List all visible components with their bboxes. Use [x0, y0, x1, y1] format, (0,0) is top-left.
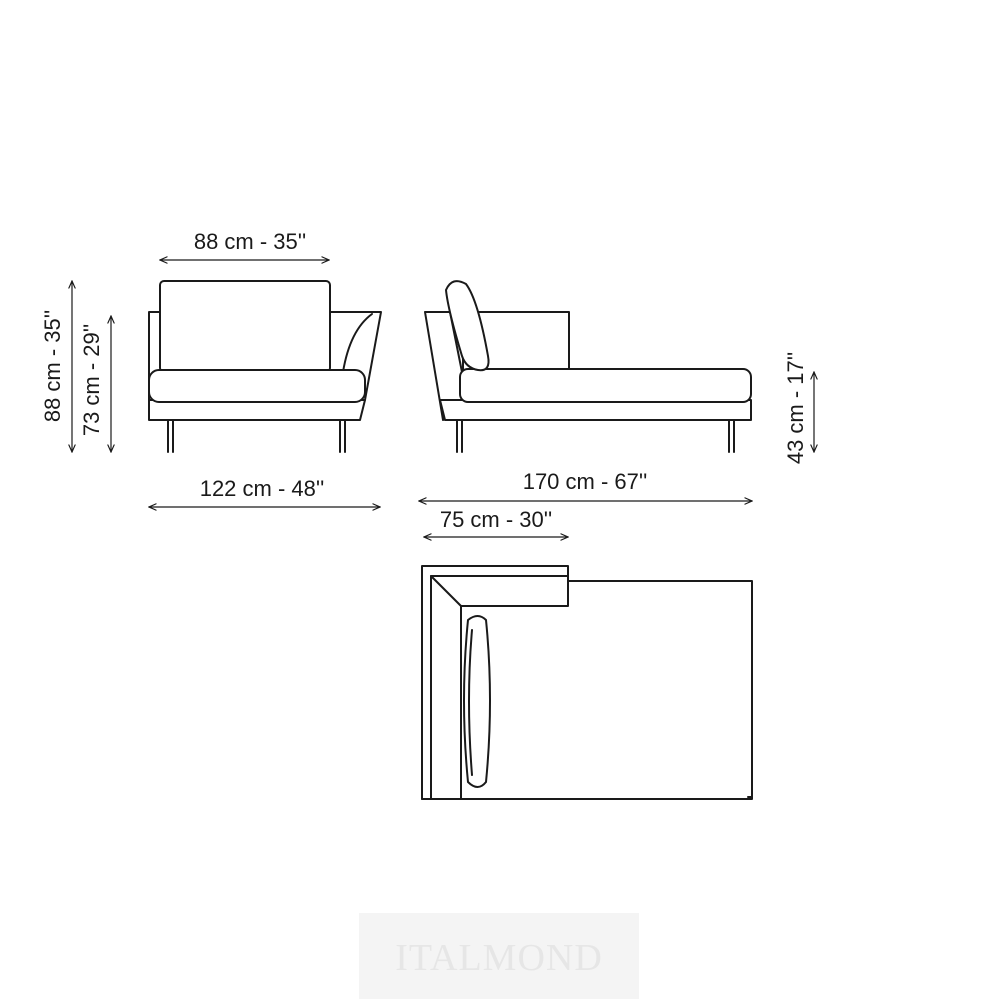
- front-back-cushion: [159, 280, 331, 373]
- side-seat-cushion: [459, 368, 752, 403]
- front-seat-width-label: 88 cm - 35'': [194, 229, 306, 254]
- front-seat-cushion: [148, 369, 366, 403]
- watermark-box: [359, 913, 639, 999]
- top-view: [421, 565, 753, 800]
- side-view: [424, 280, 752, 453]
- seat-height-label: 43 cm - 17'': [783, 352, 808, 464]
- front-total-width-label: 122 cm - 48'': [200, 476, 325, 501]
- front-arm-right-curve: [342, 313, 373, 373]
- watermark-text: ITALMOND: [395, 937, 603, 979]
- top-back-miter: [430, 575, 462, 607]
- top-pillow: [463, 615, 491, 788]
- top-pillow-seam: [468, 629, 473, 776]
- total-height-label: 88 cm - 35'': [40, 310, 65, 422]
- front-view: [148, 280, 382, 453]
- side-length-label: 170 cm - 67'': [523, 469, 648, 494]
- back-depth-label: 75 cm - 30'': [440, 507, 552, 532]
- watermark: ITALMOND: [359, 913, 639, 999]
- side-pillow: [445, 280, 490, 372]
- arm-height-label: 73 cm - 29'': [79, 324, 104, 436]
